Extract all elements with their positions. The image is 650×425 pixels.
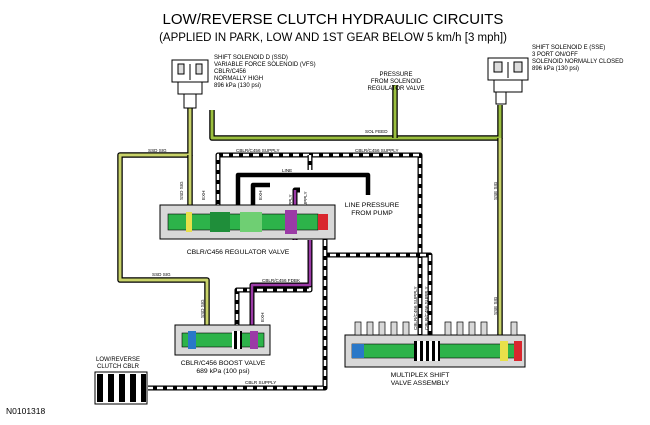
cblr-supply-label-left: CBLR/C456 SUPPLY [236,148,280,153]
ssd-sig-label-left: SSD SIG [152,272,171,277]
pressure-solenoid-1: PRESSURE [379,72,412,78]
pressure-solenoid-2: FROM SOLENOID [371,79,422,85]
ssd-label-2: VARIABLE FORCE SOLENOID (VFS) [214,62,316,68]
line-pressure-pump-2: FROM PUMP [351,210,393,217]
sse-label-4: 896 kPa (130 psi) [532,66,579,72]
sse-solenoid [487,57,529,105]
boost-valve-label-2: 689 kPa (100 psi) [196,368,249,375]
exh-label-boost: EXH [260,313,265,322]
sse-sig-label-lower: SSE SIG [493,296,498,315]
ssd-sig-circuit [117,105,210,330]
clutch-label-1: LOW/REVERSE [96,357,140,363]
line-label: LINE [282,168,292,173]
ssd-label-5: 896 kPa (130 psi) [214,83,261,89]
ssd-label-3: CBLR/C456 [214,69,247,75]
fdbk-label: CBLR/C456 FDBK [262,278,301,283]
multiplex-valve-label-2: VALVE ASSEMBLY [391,380,450,387]
exh-label-reg-2: EXH [258,191,263,200]
sse-label-2: 3 PORT ON/OFF [532,52,578,58]
ssd-label-1: SHIFT SOLENOID D (SSD) [214,55,288,61]
boost-valve-label-1: CBLR/C456 BOOST VALVE [181,360,266,367]
exh-label-reg-1: EXH [201,191,206,200]
regulator-valve-label: CBLR/C456 REGULATOR VALVE [187,249,290,256]
ssd-sig-label-top: SSD SIG [148,148,167,153]
clutch-label-2: CLUTCH CBLR [97,364,140,370]
ssd-label-4: NORMALLY HIGH [214,76,263,82]
figure-id: N0101318 [6,406,46,416]
cblr-supply-label-multiplex-2: CBLR/C456 SUPPLY [424,286,429,330]
cblr-supply-label-multiplex-1: CBLR/C456 SUPPLY [413,286,418,330]
cblr-supply-label-right: CBLR/C456 SUPPLY [355,148,399,153]
multiplex-valve-label-1: MULTIPLEX SHIFT [391,372,450,379]
cblr-supply-short-label: CBLR SUPPLY [245,380,276,385]
sse-label-1: SHIFT SOLENOID E (SSE) [532,45,605,51]
sol-feed-label: SOL FEED [365,129,388,134]
ssd-solenoid [171,59,209,109]
sse-label-3: SOLENOID NORMALLY CLOSED [532,59,624,65]
pressure-solenoid-3: REGULATOR VALVE [368,86,425,92]
regulator-valve [159,204,336,240]
sse-sig-label-upper: SSE SIG [493,181,498,200]
diagram-title: LOW/REVERSE CLUTCH HYDRAULIC CIRCUITS [163,11,504,28]
boost-valve [174,324,271,356]
clutch-cblr [94,371,148,405]
line-pressure-pump-1: LINE PRESSURE [345,202,400,209]
line-pressure-circuit [235,172,371,205]
multiplex-valve [344,321,526,368]
ssd-sig-label-valve: SSD SIG [179,181,184,200]
diagram-subtitle: (APPLIED IN PARK, LOW AND 1ST GEAR BELOW… [159,32,507,44]
sol-feed-circuit [209,85,503,141]
ssd-sig-label-boost: SSD SIG [200,299,205,318]
